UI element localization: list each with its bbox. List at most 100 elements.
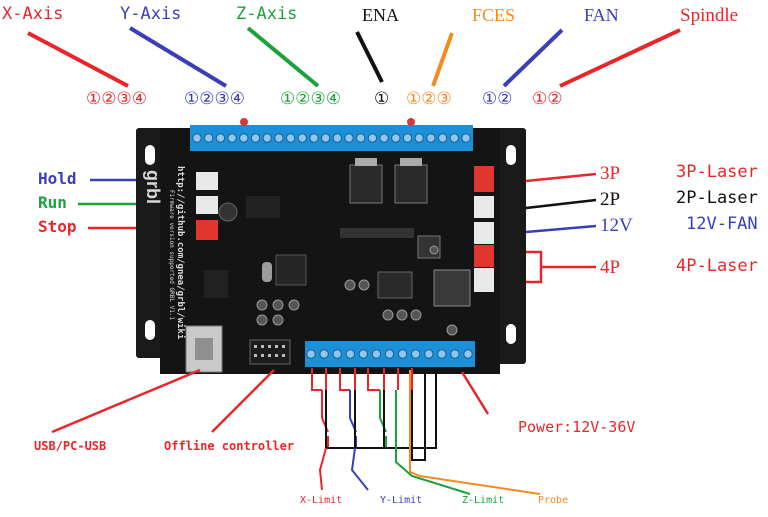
top-led-right xyxy=(407,118,415,126)
regulator-ic xyxy=(377,271,413,299)
terminal-screw xyxy=(262,133,272,143)
hold-connector xyxy=(196,172,218,190)
right-mount-bracket xyxy=(496,128,526,364)
3p-label: 3P xyxy=(600,163,621,184)
bottom-terminal-screws xyxy=(306,349,473,359)
spindle-label: Spindle xyxy=(680,5,739,26)
usb-label: USB/PC-USB xyxy=(34,439,107,453)
offline-header xyxy=(249,339,291,365)
12v-connector xyxy=(474,222,494,244)
4p-label: 4P xyxy=(600,257,621,278)
mosfet-right-tab xyxy=(400,158,422,166)
usb-port-opening xyxy=(195,338,213,360)
z-axis-pointer-line xyxy=(246,26,320,88)
header-pin xyxy=(282,345,285,348)
header-pin xyxy=(254,354,257,357)
top-terminal-screws xyxy=(192,133,471,143)
header-pin xyxy=(275,345,278,348)
hold-label: Hold xyxy=(38,169,77,188)
y-axis-label: Y-Axis xyxy=(120,4,182,24)
terminal-screw xyxy=(426,133,436,143)
header-pin xyxy=(261,354,264,357)
terminal-screw xyxy=(250,133,261,143)
power-inductor xyxy=(433,269,471,307)
x-axis-pointer-line xyxy=(27,31,129,88)
2p-pointer-line xyxy=(525,198,597,210)
12v-pointer-line xyxy=(525,224,597,234)
right-mount-hole-top xyxy=(506,145,516,165)
offline-pointer-line xyxy=(211,369,275,433)
x-axis-pins: ①②③④ xyxy=(86,89,147,109)
fces-pins: ①②③ xyxy=(406,89,452,109)
terminal-screw xyxy=(192,133,202,143)
terminal-screw xyxy=(384,349,395,359)
terminal-screw xyxy=(345,349,355,359)
terminal-screw xyxy=(319,349,329,359)
ena-label: ENA xyxy=(362,5,399,25)
terminal-screw xyxy=(332,133,342,143)
header-strip xyxy=(340,228,414,238)
3p-laser-label: 3P-Laser xyxy=(676,162,758,182)
header-pin xyxy=(254,345,257,348)
12v-label: 12V xyxy=(600,215,633,236)
2p-connector xyxy=(474,196,494,218)
top-terminal-block xyxy=(190,125,473,151)
header-pin xyxy=(268,354,271,357)
terminal-screw xyxy=(411,349,421,359)
left-mount-hole-top xyxy=(145,145,155,165)
terminal-screw xyxy=(449,133,459,143)
12v-fan-label: 12V-FAN xyxy=(686,214,758,234)
terminal-screw xyxy=(379,133,389,143)
usb-pointer-line xyxy=(51,368,201,434)
terminal-screw xyxy=(450,349,460,359)
terminal-screw xyxy=(306,349,316,359)
probe-label: Probe xyxy=(538,495,569,506)
spindle-pins: ①② xyxy=(532,89,563,109)
fan-pointer-line xyxy=(502,28,564,88)
terminal-screw xyxy=(274,133,284,143)
mosfet-right xyxy=(394,164,428,204)
terminal-screw xyxy=(437,133,448,143)
terminal-screw xyxy=(227,133,237,143)
fces-pointer-line xyxy=(431,32,454,87)
board-url: http://github.com/gnea/grbl/wiki xyxy=(175,166,185,340)
y-axis-pointer-line xyxy=(128,26,228,88)
4p-bracket xyxy=(526,250,596,284)
crystal xyxy=(262,262,272,282)
x-axis-label: X-Axis xyxy=(2,4,64,24)
fces-label: FCES xyxy=(472,5,516,25)
terminal-screw xyxy=(332,349,342,359)
terminal-screw xyxy=(204,133,214,143)
terminal-screw xyxy=(437,349,447,359)
terminal-screw xyxy=(321,133,331,143)
power-label: Power:12V-36V xyxy=(518,418,636,436)
board-firmware-note: Firmware version supported GRBL V1.1 xyxy=(168,190,175,321)
header-pin xyxy=(268,345,271,348)
y-axis-pins: ①②③④ xyxy=(184,89,245,109)
mosfet-left xyxy=(349,164,383,204)
terminal-screw xyxy=(414,133,424,143)
header-pin xyxy=(282,354,285,357)
z-axis-label: Z-Axis xyxy=(236,4,298,24)
mosfet-left-tab xyxy=(355,158,377,166)
usb-chip xyxy=(204,270,228,298)
terminal-screw xyxy=(367,133,378,143)
capacitor-top xyxy=(218,202,238,222)
run-label: Run xyxy=(38,193,67,212)
terminal-screw xyxy=(309,133,319,143)
terminal-screw xyxy=(371,349,382,359)
4p-connector-top xyxy=(474,245,494,267)
terminal-screw xyxy=(424,349,434,359)
board-logo: grbl xyxy=(143,170,163,204)
header-pin xyxy=(275,354,278,357)
limit-wiring xyxy=(311,368,541,495)
3p-pointer-line xyxy=(525,172,597,183)
4p-laser-label: 4P-Laser xyxy=(676,256,758,276)
fan-pins: ①② xyxy=(482,89,513,109)
left-mount-bracket xyxy=(136,128,166,358)
spindle-pointer-line xyxy=(559,28,681,88)
terminal-screw xyxy=(239,133,249,143)
2p-laser-label: 2P-Laser xyxy=(676,188,758,208)
